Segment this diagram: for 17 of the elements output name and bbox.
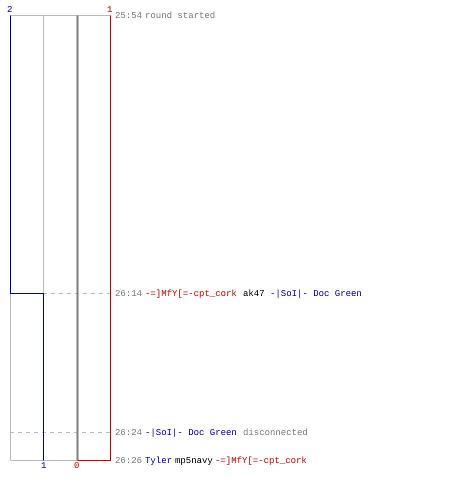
team-count: 1 [41, 461, 46, 471]
team-count: 1 [107, 5, 112, 15]
event-text: disconnected [243, 428, 308, 438]
player-name: -=]MfY[=-cpt_cork [145, 289, 237, 299]
player-name: -|SoI|- Doc Green [270, 289, 362, 299]
event-time: 26:26 [115, 456, 142, 466]
player-name: -=]MfY[=-cpt_cork [215, 456, 307, 466]
player-name: -|SoI|- Doc Green [145, 428, 237, 438]
player-name: Tyler [145, 456, 172, 466]
team-count: 0 [74, 461, 80, 471]
event-time: 26:14 [115, 289, 142, 299]
event-time: 26:24 [115, 428, 142, 438]
event-time: 25:54 [115, 11, 142, 21]
event-text: round started [145, 11, 216, 21]
team-count: 2 [7, 5, 12, 15]
weapon-name: ak47 [243, 289, 265, 299]
weapon-name: mp5navy [175, 456, 213, 466]
